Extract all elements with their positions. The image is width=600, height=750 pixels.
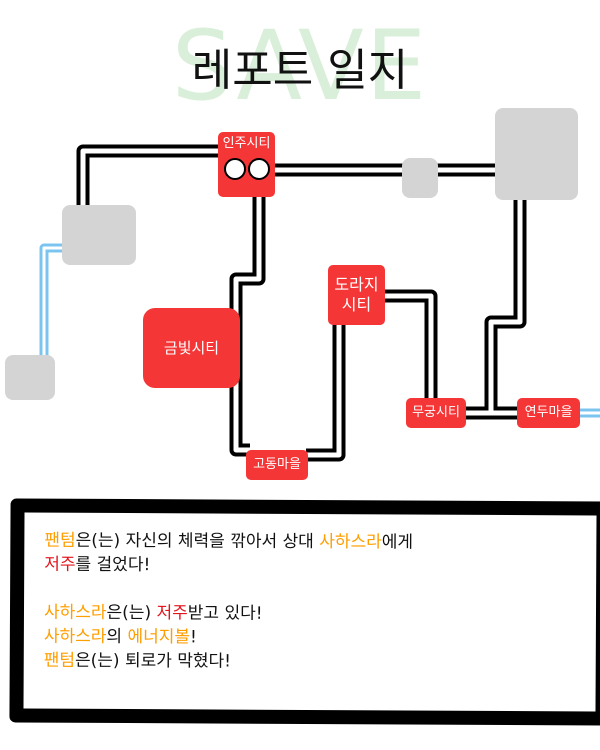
roads-inner [80, 148, 523, 458]
unknown-area [5, 355, 55, 400]
message-segment: 에너지볼 [127, 627, 191, 648]
message-segment: 팬텀 [43, 650, 76, 671]
message-segment: 은(는) 자신의 체력을 깎아서 상대 [75, 530, 320, 553]
message-segment: 사하스라 [319, 532, 382, 553]
unknown-area [495, 108, 578, 200]
message-segment: 팬텀 [44, 530, 76, 551]
message-segment: ! [189, 627, 197, 648]
message-segment: 저주 [156, 603, 188, 624]
location-doraji-city[interactable]: 도라지 시티 [328, 265, 385, 325]
message-segment: 의 [106, 626, 128, 648]
unknown-area [402, 158, 438, 198]
location-geumbit-city[interactable]: 금빛시티 [143, 308, 240, 388]
location-mugung-city[interactable]: 무궁시티 [406, 398, 466, 428]
message-segment: 은(는) 퇴로가 막혔다! [74, 650, 232, 672]
battle-message-box: 팬텀은(는) 자신의 체력을 깎아서 상대 사하스라에게 저주를 걸었다! 사하… [9, 498, 600, 726]
location-godong-village[interactable]: 고동마을 [246, 450, 308, 480]
message-line: 사하스라의 에너지볼! [44, 625, 413, 651]
message-segment: 받고 있다! [187, 603, 263, 624]
message-segment: 사하스라 [43, 602, 107, 623]
location-label: 무궁시티 [412, 404, 460, 420]
message-line: 사하스라은(는) 저주받고 있다! [44, 601, 413, 627]
water-routes-inner [42, 246, 600, 415]
message-segment: 은(는) [106, 602, 157, 624]
location-inju-city[interactable]: 인주시티 [218, 132, 275, 197]
location-yeondu-village[interactable]: 연두마을 [517, 398, 580, 428]
location-label: 고동마을 [253, 456, 301, 472]
message-segment: 저주 [44, 554, 76, 575]
message-line: 팬텀은(는) 퇴로가 막혔다! [44, 649, 413, 675]
location-label: 도라지 [334, 275, 379, 294]
player-icon [223, 158, 246, 181]
location-label: 연두마을 [524, 404, 573, 420]
location-label: 인주시티 [222, 136, 271, 151]
partner-icon [247, 158, 270, 181]
save-watermark: SAVE [171, 10, 429, 122]
location-label: 시티 [341, 295, 372, 314]
message-line: 팬텀은(는) 자신의 체력을 깎아서 상대 사하스라에게 [44, 529, 413, 555]
unknown-area [62, 205, 136, 265]
message-line: 저주를 걸었다! [44, 553, 413, 579]
page-title: 레포트 일지 [191, 45, 409, 96]
location-label: 금빛시티 [163, 338, 220, 357]
message-segment: 사하스라 [43, 626, 107, 647]
message-segment: 에게 [381, 532, 414, 553]
message-segment: 를 걸었다! [75, 554, 151, 576]
